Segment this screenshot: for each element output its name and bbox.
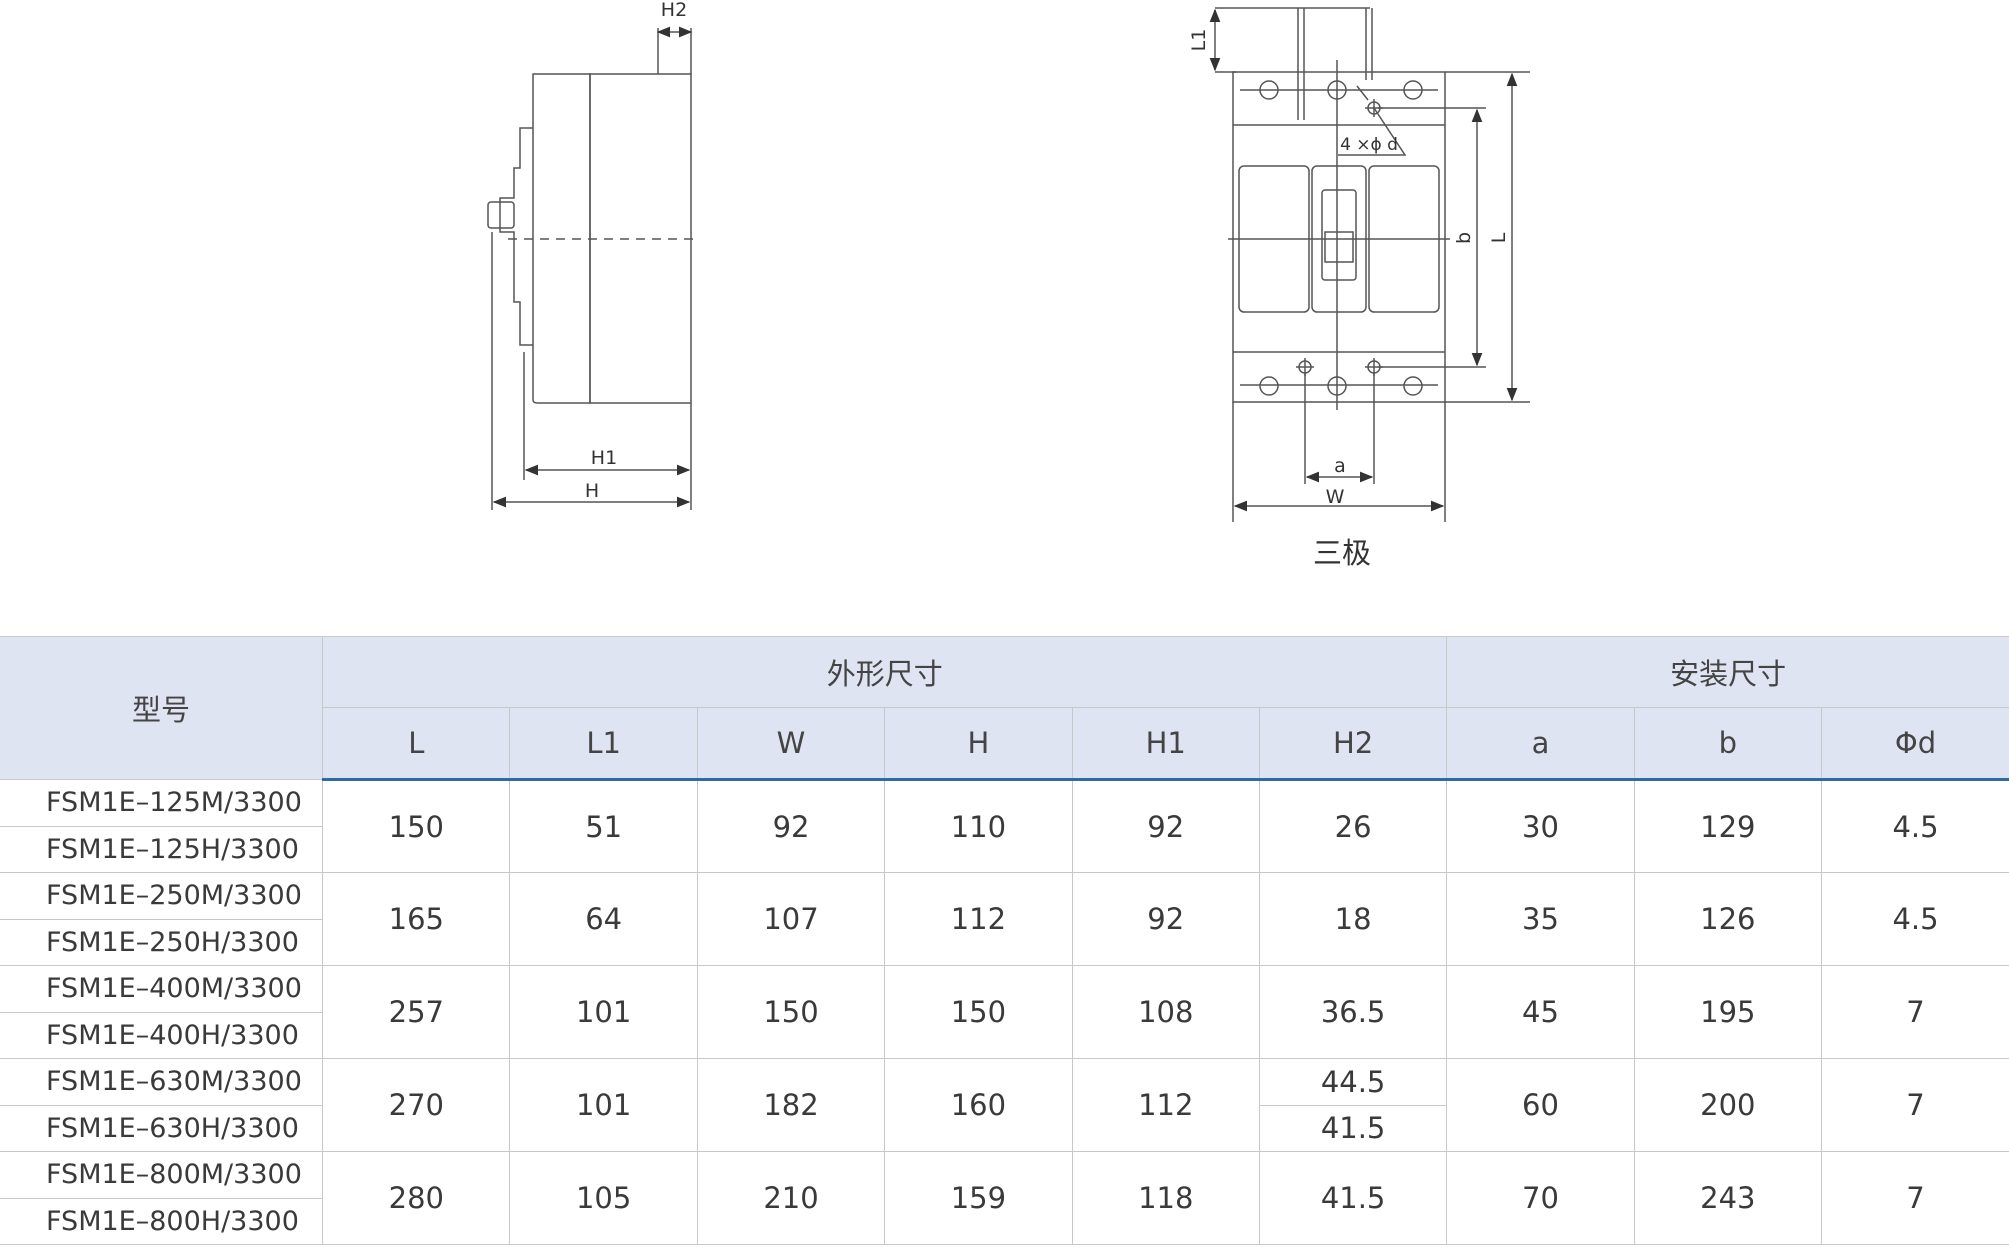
cell-h2: 36.5 xyxy=(1258,965,1448,1059)
header-col-H1: H1 xyxy=(1071,707,1260,781)
cell-l: 270 xyxy=(322,1058,511,1152)
header-col-d: Φd xyxy=(1821,707,2009,781)
cell-l1: 101 xyxy=(509,1058,698,1152)
model-cell: FSM1E–125H/3300 xyxy=(0,825,323,873)
side-view-steps xyxy=(500,128,533,345)
cell-h1: 112 xyxy=(1071,1058,1260,1152)
cell-b: 200 xyxy=(1633,1058,1823,1152)
header-col-a: a xyxy=(1446,707,1635,781)
cell-w: 182 xyxy=(696,1058,886,1152)
cell-h2: 41.5 xyxy=(1258,1151,1448,1245)
header-col-L1: L1 xyxy=(509,707,698,781)
cell-h: 150 xyxy=(884,965,1073,1059)
model-cell: FSM1E–400M/3300 xyxy=(0,965,324,1013)
cell-l: 165 xyxy=(322,872,511,966)
side-view xyxy=(488,26,698,510)
cell-h2: 18 xyxy=(1258,872,1448,966)
cell-h2: 41.5 xyxy=(1258,1104,1447,1152)
cell-h1: 118 xyxy=(1071,1151,1260,1245)
header-col-W: W xyxy=(696,707,886,781)
model-cell: FSM1E–800M/3300 xyxy=(0,1151,324,1199)
cell-l1: 105 xyxy=(509,1151,698,1245)
cell-l1: 51 xyxy=(509,779,698,873)
cell-d: 7 xyxy=(1821,965,2009,1059)
cell-w: 210 xyxy=(696,1151,886,1245)
side-label-h: H xyxy=(585,480,599,502)
side-view-outline xyxy=(533,74,590,403)
table-row: FSM1E–400H/3300 xyxy=(0,1011,2009,1059)
cell-b: 243 xyxy=(1633,1151,1823,1245)
front-view xyxy=(1209,8,1530,522)
cell-w: 150 xyxy=(696,965,886,1059)
model-cell: FSM1E–250H/3300 xyxy=(0,918,323,966)
model-cell: FSM1E–630M/3300 xyxy=(0,1058,324,1106)
cell-l: 280 xyxy=(322,1151,511,1245)
cell-h1: 108 xyxy=(1071,965,1260,1059)
header-outline-group: 外形尺寸 xyxy=(322,636,1448,708)
cell-l1: 101 xyxy=(509,965,698,1059)
cell-l: 257 xyxy=(322,965,511,1059)
cell-h1: 92 xyxy=(1071,779,1260,873)
header-col-H2: H2 xyxy=(1258,707,1448,781)
model-cell: FSM1E–400H/3300 xyxy=(0,1011,323,1059)
cell-h2: 44.5 xyxy=(1258,1058,1448,1106)
cell-w: 107 xyxy=(696,872,886,966)
cell-h2: 26 xyxy=(1258,779,1448,873)
side-label-h1: H1 xyxy=(591,447,617,469)
cell-b: 195 xyxy=(1633,965,1823,1059)
cell-h: 159 xyxy=(884,1151,1073,1245)
front-label-l: L xyxy=(1488,232,1510,243)
cell-b: 126 xyxy=(1633,872,1823,966)
cell-a: 35 xyxy=(1446,872,1635,966)
front-label-a: a xyxy=(1334,455,1346,477)
model-cell: FSM1E–125M/3300 xyxy=(0,779,324,827)
cell-a: 60 xyxy=(1446,1058,1635,1152)
table-row: FSM1E–125H/3300 xyxy=(0,825,2009,873)
cell-d: 4.5 xyxy=(1821,779,2009,873)
drawing-caption: 三极 xyxy=(1313,536,1371,570)
cell-d: 7 xyxy=(1821,1151,2009,1245)
front-label-w: W xyxy=(1326,486,1345,508)
handle-knob xyxy=(1325,232,1353,262)
cell-h1: 92 xyxy=(1071,872,1260,966)
front-label-l1: L1 xyxy=(1188,29,1210,52)
cell-l: 150 xyxy=(322,779,511,873)
front-label-hole: 4 ×ϕ d xyxy=(1340,135,1398,155)
cell-d: 7 xyxy=(1821,1058,2009,1152)
handle-slot xyxy=(1322,190,1356,280)
model-cell: FSM1E–250M/3300 xyxy=(0,872,324,920)
header-model: 型号 xyxy=(0,636,324,780)
model-cell: FSM1E–630H/3300 xyxy=(0,1104,324,1152)
table-row: FSM1E–800H/3300 xyxy=(0,1197,2009,1245)
cell-h: 160 xyxy=(884,1058,1073,1152)
table-row: FSM1E–250H/3300 xyxy=(0,918,2009,966)
cell-b: 129 xyxy=(1633,779,1823,873)
front-view-outline xyxy=(1233,72,1445,402)
cell-a: 70 xyxy=(1446,1151,1635,1245)
cell-a: 30 xyxy=(1446,779,1635,873)
header-install-group: 安装尺寸 xyxy=(1446,636,2009,708)
side-label-h2: H2 xyxy=(661,0,687,21)
side-view-handle xyxy=(488,202,514,228)
header-col-H: H xyxy=(884,707,1073,781)
cell-h: 110 xyxy=(884,779,1073,873)
cell-w: 92 xyxy=(696,779,886,873)
dimension-table: 型号 外形尺寸 安装尺寸 L L1 W H H1 H2 a b Φd FSM1E… xyxy=(0,636,2009,1245)
front-label-b: b xyxy=(1453,232,1475,244)
cell-l1: 64 xyxy=(509,872,698,966)
dimension-drawing: H2 H1 H xyxy=(0,0,2009,570)
header-col-L: L xyxy=(322,707,511,781)
model-cell: FSM1E–800H/3300 xyxy=(0,1197,323,1245)
cell-a: 45 xyxy=(1446,965,1635,1059)
cell-d: 4.5 xyxy=(1821,872,2009,966)
header-col-b: b xyxy=(1633,707,1823,781)
cell-h: 112 xyxy=(884,872,1073,966)
